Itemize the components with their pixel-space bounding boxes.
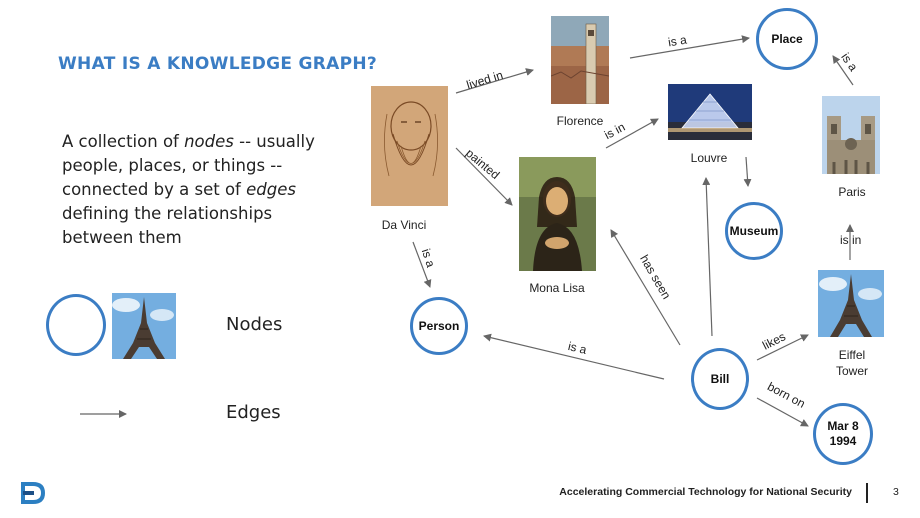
node-date-line2: 1994 xyxy=(829,434,857,448)
slide-title: WHAT IS A KNOWLEDGE GRAPH? xyxy=(58,54,378,74)
desc-nodes-word: nodes xyxy=(184,132,234,151)
page-number: 3 xyxy=(893,486,899,498)
desc-part-1: A collection of xyxy=(62,132,185,151)
edge-louvre-is-in xyxy=(605,118,659,149)
node-place: Place xyxy=(756,8,818,70)
eiffel-caption-line1: Eiffel xyxy=(838,348,866,362)
edge-has-seen xyxy=(610,229,681,346)
mona-lisa-image xyxy=(519,157,596,271)
legend-edges-label: Edges xyxy=(226,402,281,423)
florence-caption: Florence xyxy=(556,114,604,128)
desc-part-2: -- usually people, places, or things -- … xyxy=(62,132,315,199)
edge-davinci-is-a xyxy=(412,241,432,288)
edge-bill-louvre xyxy=(702,177,713,337)
edge-louvre-museum xyxy=(743,156,752,187)
edge-likes xyxy=(756,334,809,361)
edge-born-on xyxy=(756,397,809,427)
edge-label-eiffel-is-in: is in xyxy=(840,233,862,247)
edge-bill-is-a xyxy=(483,333,665,380)
paris-image xyxy=(822,96,880,174)
node-date-line1: Mar 8 xyxy=(827,419,859,433)
legend-node-circle xyxy=(46,294,106,356)
eiffel-caption-line2: Tower xyxy=(835,364,868,378)
louvre-caption: Louvre xyxy=(690,151,728,165)
louvre-image xyxy=(668,84,752,140)
da-vinci-caption: Da Vinci xyxy=(381,218,427,232)
edge-lived-in xyxy=(455,68,534,94)
footer-separator xyxy=(866,483,868,503)
legend-eiffel-image xyxy=(112,293,176,359)
desc-part-3: defining the relationships between them xyxy=(62,204,273,247)
florence-image xyxy=(551,16,609,104)
edge-florence-is-a xyxy=(629,35,750,59)
node-bill: Bill xyxy=(691,348,749,410)
edge-painted xyxy=(455,147,513,206)
legend-nodes-label: Nodes xyxy=(226,314,283,335)
node-museum: Museum xyxy=(725,202,783,260)
company-logo-icon xyxy=(21,482,46,504)
da-vinci-portrait-image xyxy=(371,86,448,206)
desc-edges-word: edges xyxy=(246,180,296,199)
node-person: Person xyxy=(410,297,468,355)
description-text: A collection of nodes -- usually people,… xyxy=(62,130,332,250)
paris-caption: Paris xyxy=(838,185,866,199)
eiffel-tower-image xyxy=(818,270,884,337)
edge-paris-is-a xyxy=(832,55,854,86)
mona-lisa-caption: Mona Lisa xyxy=(529,281,585,295)
footer-tagline: Accelerating Commercial Technology for N… xyxy=(559,486,852,498)
edge-label-florence-is-a: is a xyxy=(667,32,688,50)
